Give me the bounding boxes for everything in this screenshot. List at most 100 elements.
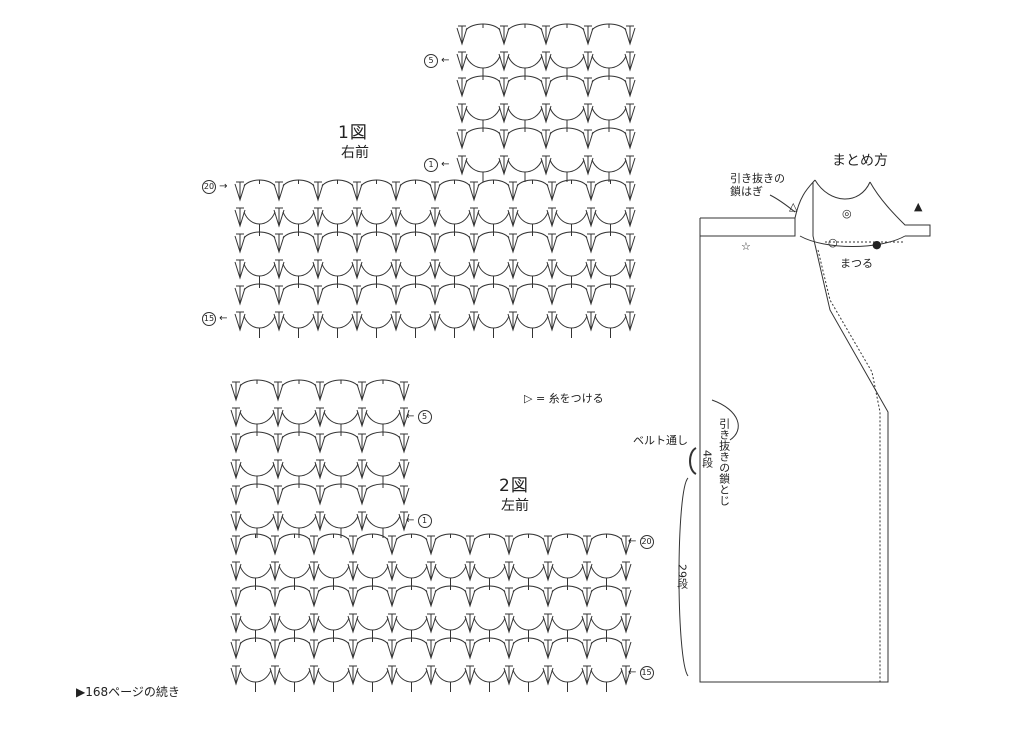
chain-arc (356, 565, 389, 579)
stitch-cluster (468, 311, 480, 332)
chain-arc (551, 565, 584, 579)
stitch-cluster (503, 587, 515, 608)
chain-arc (477, 315, 510, 329)
stitch-cluster (273, 311, 285, 332)
stitch-cluster (272, 407, 284, 428)
chain-arc (317, 617, 350, 631)
legend: ▷ = 糸をつける (524, 390, 604, 406)
chain-arc (243, 263, 276, 277)
stitch-cluster (429, 181, 441, 202)
stitch-cluster (546, 233, 558, 254)
chain-arc (473, 565, 506, 579)
stitch-cluster (356, 433, 368, 454)
mark-open-triangle: △ (789, 200, 798, 213)
stitch-cluster (398, 511, 410, 532)
chain-arc (360, 211, 393, 225)
chain-arc (590, 669, 623, 683)
stitch-cluster (498, 103, 510, 124)
stitch-cluster (312, 181, 324, 202)
stitch-cluster (386, 613, 398, 634)
chain-arc (278, 669, 311, 683)
stitch-cluster (308, 587, 320, 608)
mark-star: ☆ (741, 240, 751, 253)
stitch-cluster (503, 561, 515, 582)
stitch-cluster (347, 587, 359, 608)
chain-arc (395, 565, 428, 579)
stitch-cluster (581, 639, 593, 660)
chain-arc (365, 411, 401, 425)
mark-double-circle: ◎ (842, 207, 852, 220)
chain-arc (365, 463, 401, 477)
stitch-cluster (347, 639, 359, 660)
stitch-cluster (234, 181, 246, 202)
stitch-cluster (498, 51, 510, 72)
stitch-cluster (624, 259, 636, 280)
stitch-cluster (624, 25, 636, 46)
chain-arc (512, 617, 545, 631)
stitch-cluster (312, 259, 324, 280)
chain-arc (239, 565, 272, 579)
stitch-cluster (425, 613, 437, 634)
chain-arc (239, 515, 275, 529)
chain-arc (317, 565, 350, 579)
stitch-cluster (507, 181, 519, 202)
stitch-cluster (230, 407, 242, 428)
stitch-cluster (585, 259, 597, 280)
chain-arc (594, 263, 627, 277)
chain-arc (551, 669, 584, 683)
chain-arc (239, 669, 272, 683)
chain-arc (591, 107, 627, 121)
stitch-cluster (429, 259, 441, 280)
stitch-cluster (542, 561, 554, 582)
stitch-cluster (464, 587, 476, 608)
stitch-cluster (269, 587, 281, 608)
stitch-cluster (425, 587, 437, 608)
stitch-cluster (540, 51, 552, 72)
chain-arc (434, 669, 467, 683)
stitch-cluster (273, 207, 285, 228)
chain-arc (323, 463, 359, 477)
stitch-cluster (230, 639, 242, 660)
stitch-cluster (624, 129, 636, 150)
stitch-cluster (456, 155, 468, 176)
stitch-cluster (386, 639, 398, 660)
stitch-cluster (390, 233, 402, 254)
chain-arc (438, 315, 471, 329)
chain-arc (551, 617, 584, 631)
chain-arc (549, 107, 585, 121)
chain-arc (473, 617, 506, 631)
stitch-cluster (269, 665, 281, 686)
chain-arc (434, 565, 467, 579)
chain-arc (278, 617, 311, 631)
stitch-cluster (503, 639, 515, 660)
mark-filled-circle: ● (872, 238, 882, 251)
chain-arc (239, 411, 275, 425)
stitch-cluster (429, 285, 441, 306)
chain-arc (395, 617, 428, 631)
stitch-cluster (540, 155, 552, 176)
assembly-title: まとめ方 (832, 153, 888, 169)
assembly-front-dotted-edge (817, 249, 881, 682)
stitch-cluster (581, 587, 593, 608)
stitch-cluster (582, 51, 594, 72)
stitch-cluster (269, 561, 281, 582)
stitch-cluster (351, 181, 363, 202)
stitch-cluster (308, 665, 320, 686)
stitch-cluster (464, 613, 476, 634)
chain-arc (555, 263, 588, 277)
stitch-cluster (464, 665, 476, 686)
close-arc (711, 399, 739, 441)
assembly-collar-band (799, 235, 906, 247)
stitch-cluster (464, 639, 476, 660)
stitch-cluster (230, 381, 242, 402)
stitch-cluster (546, 311, 558, 332)
stitch-cluster (230, 459, 242, 480)
rows-29-bracket (678, 477, 689, 677)
assembly-collar-left (794, 179, 816, 219)
stitch-cluster (269, 639, 281, 660)
chain-arc (360, 315, 393, 329)
stitch-cluster (390, 259, 402, 280)
chain-arc (323, 411, 359, 425)
stitch-cluster (620, 613, 632, 634)
chain-arc (549, 55, 585, 69)
